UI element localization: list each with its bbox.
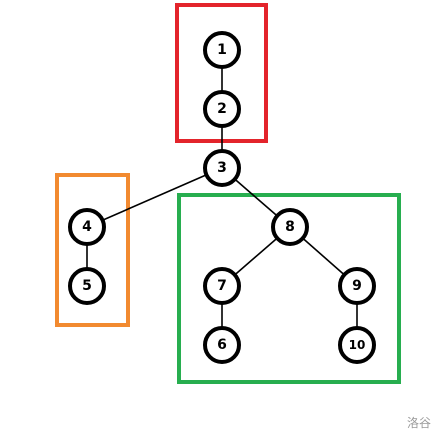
group-box-left (55, 173, 130, 327)
node-circle (203, 267, 241, 305)
watermark-text: 洛谷 (406, 416, 431, 430)
node-10: 10 (338, 326, 376, 364)
node-2: 2 (203, 90, 241, 128)
node-label: 10 (349, 338, 366, 352)
node-label: 5 (82, 278, 92, 294)
node-8: 8 (271, 208, 309, 246)
node-label: 7 (217, 278, 227, 294)
node-circle (271, 208, 309, 246)
node-label: 1 (217, 42, 227, 58)
node-4: 4 (68, 208, 106, 246)
node-circle (203, 149, 241, 187)
node-label: 6 (217, 337, 227, 353)
node-circle (203, 90, 241, 128)
node-circle (203, 31, 241, 69)
node-circle (68, 208, 106, 246)
node-3: 3 (203, 149, 241, 187)
node-1: 1 (203, 31, 241, 69)
group-box-right (177, 193, 401, 384)
node-7: 7 (203, 267, 241, 305)
node-circle (203, 326, 241, 364)
node-label: 9 (352, 278, 362, 294)
node-5: 5 (68, 267, 106, 305)
edge-3-4 (86, 167, 223, 228)
node-label: 3 (217, 160, 227, 176)
node-6: 6 (203, 326, 241, 364)
node-circle (68, 267, 106, 305)
node-label: 2 (217, 101, 227, 117)
node-label: 4 (82, 219, 92, 235)
node-label: 8 (285, 219, 295, 235)
node-9: 9 (338, 267, 376, 305)
node-circle (338, 326, 376, 364)
node-circle (338, 267, 376, 305)
